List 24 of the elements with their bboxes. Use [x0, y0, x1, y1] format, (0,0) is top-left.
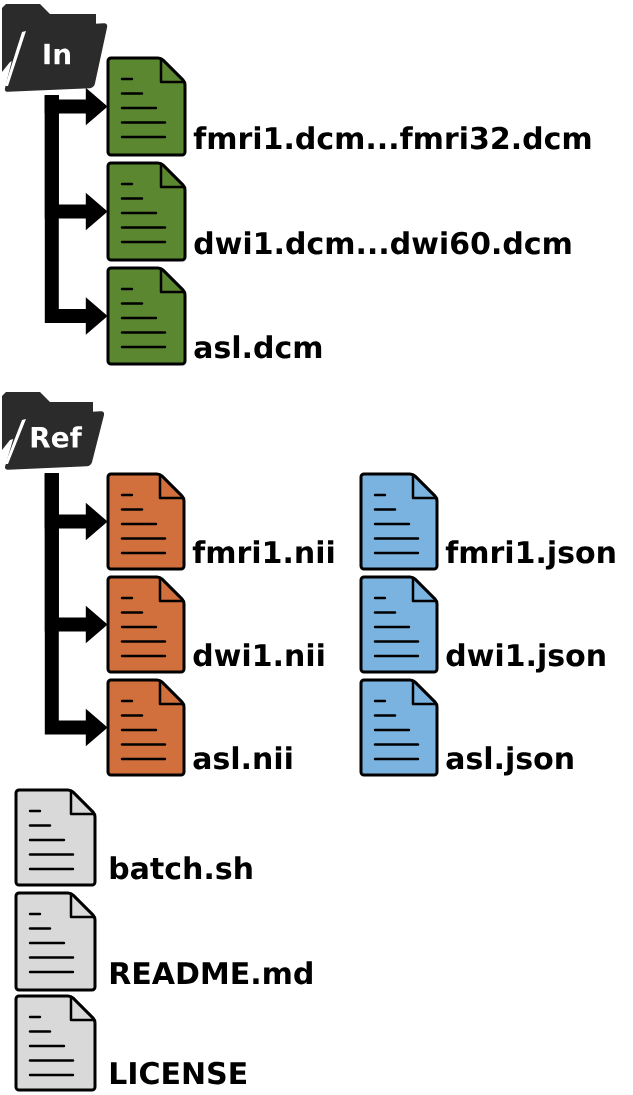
file-icon: [359, 575, 439, 674]
file-icon: [106, 161, 187, 262]
file-icon: [359, 678, 439, 777]
file-name: README.md: [110, 961, 312, 985]
file-name: dwi1.dcm...dwi60.dcm: [194, 231, 571, 255]
file-icon: [106, 678, 186, 777]
file-name: asl.json: [446, 746, 573, 776]
file-name: fmri1.nii: [192, 540, 334, 563]
file-icon: [14, 788, 97, 887]
file-name: fmri1.dcm...fmri32.dcm: [193, 126, 591, 150]
file-icon: [359, 472, 439, 571]
file-name: asl.dcm: [194, 335, 322, 359]
file-icon: [106, 575, 186, 674]
file-name: batch.sh: [110, 856, 252, 880]
file-icon: [14, 994, 97, 1092]
file-icon: [106, 472, 186, 571]
file-name: asl.nii: [193, 746, 292, 770]
file-name: dwi1.nii: [193, 643, 324, 667]
file-icon: [106, 56, 187, 157]
file-icon: [14, 891, 97, 992]
file-name: fmri1.json: [445, 540, 615, 570]
file-name: dwi1.json: [446, 643, 605, 673]
file-name: LICENSE: [110, 1061, 246, 1085]
file-icon: [106, 266, 187, 366]
